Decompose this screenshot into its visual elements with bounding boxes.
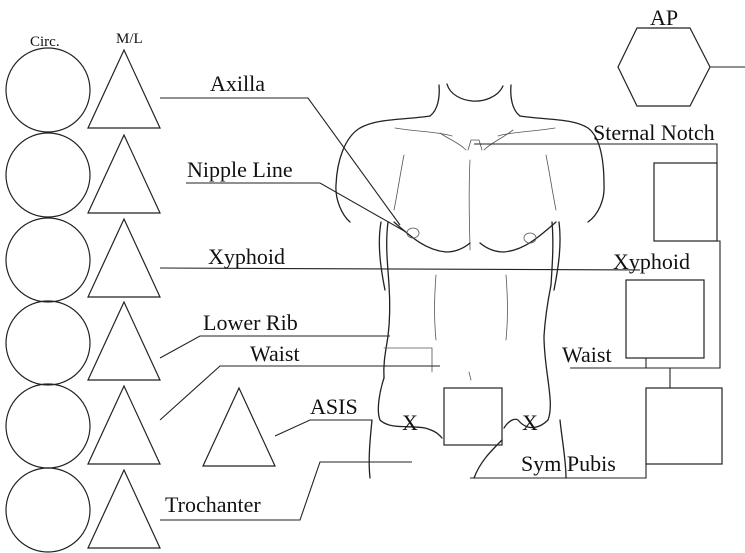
left-thigh bbox=[369, 420, 372, 478]
right-flank bbox=[544, 285, 551, 380]
ml-triangle-lower-rib[interactable] bbox=[88, 302, 160, 380]
nipple-line-leader bbox=[186, 183, 406, 232]
left-pec-fold bbox=[394, 155, 404, 210]
circ-circle-nipple-line[interactable] bbox=[6, 133, 90, 217]
neck-right bbox=[511, 85, 520, 116]
ap-hexagon[interactable] bbox=[618, 28, 710, 106]
right-shoulder bbox=[520, 116, 604, 222]
label-xyphoid-right: Xyphoid bbox=[613, 249, 690, 274]
ml-triangle-nipple-line[interactable] bbox=[88, 135, 160, 213]
label-lower-rib: Lower Rib bbox=[203, 310, 298, 335]
ap-box-sternal[interactable] bbox=[654, 163, 717, 241]
ap-box-sym-pubis[interactable] bbox=[646, 388, 722, 464]
right-pec-lower bbox=[480, 222, 556, 252]
ml-triangle-axilla[interactable] bbox=[88, 50, 160, 128]
left-flank bbox=[384, 285, 390, 378]
label-asis: ASIS bbox=[310, 394, 358, 419]
label-waist-left: Waist bbox=[250, 341, 300, 366]
circ-circle-lower-rib[interactable] bbox=[6, 301, 90, 385]
ml-header: M/L bbox=[116, 31, 143, 47]
circ-circle-axilla[interactable] bbox=[6, 48, 90, 132]
right-pec-fold bbox=[546, 155, 556, 210]
right-groin bbox=[474, 440, 502, 478]
left-clavicle bbox=[440, 133, 466, 150]
label-trochanter: Trochanter bbox=[165, 492, 261, 517]
label-waist-right: Waist bbox=[562, 342, 612, 367]
circ-circle-waist[interactable] bbox=[6, 384, 90, 468]
ap-header: AP bbox=[650, 5, 678, 30]
left-pec-lower bbox=[394, 222, 470, 252]
asis-marker-right: X bbox=[522, 410, 538, 435]
ml-triangle-trochanter[interactable] bbox=[88, 470, 160, 548]
label-nipple-line: Nipple Line bbox=[187, 157, 293, 182]
ap-box-xyphoid[interactable] bbox=[626, 280, 704, 358]
left-nipple bbox=[407, 228, 419, 238]
sternum-line bbox=[469, 160, 470, 250]
right-abdominal-line bbox=[506, 275, 508, 340]
ml-triangle-asis[interactable] bbox=[203, 388, 275, 466]
ml-triangle-xyphoid[interactable] bbox=[88, 219, 160, 297]
circ-circle-trochanter[interactable] bbox=[6, 468, 90, 552]
right-arm-inner bbox=[554, 222, 560, 290]
asis-marker-left: X bbox=[402, 410, 418, 435]
waist-leader bbox=[160, 366, 440, 420]
label-axilla: Axilla bbox=[210, 71, 265, 96]
ap-box-asis[interactable] bbox=[444, 388, 502, 445]
label-sternal-notch: Sternal Notch bbox=[593, 120, 715, 145]
left-arm-inner-2 bbox=[387, 222, 389, 285]
right-nipple bbox=[524, 233, 536, 243]
torso-figure bbox=[336, 84, 604, 478]
left-shoulder bbox=[336, 116, 430, 222]
sternal-notch-leader bbox=[474, 144, 717, 163]
right-arm-inner-2 bbox=[551, 222, 553, 285]
navel bbox=[469, 372, 471, 380]
right-clavicle bbox=[484, 130, 513, 150]
circ-circle-xyphoid[interactable] bbox=[6, 218, 90, 302]
left-arm-inner bbox=[379, 222, 385, 290]
left-abdominal-line bbox=[435, 275, 437, 340]
label-sym-pubis: Sym Pubis bbox=[521, 451, 616, 476]
neck-left bbox=[430, 85, 439, 116]
asis-leader bbox=[275, 420, 372, 436]
ml-triangle-waist[interactable] bbox=[88, 386, 160, 464]
label-xyphoid-left: Xyphoid bbox=[208, 244, 285, 269]
waist-left-bracket bbox=[384, 348, 432, 372]
sternal-notch-mark bbox=[468, 140, 482, 150]
neck-line bbox=[447, 84, 503, 101]
